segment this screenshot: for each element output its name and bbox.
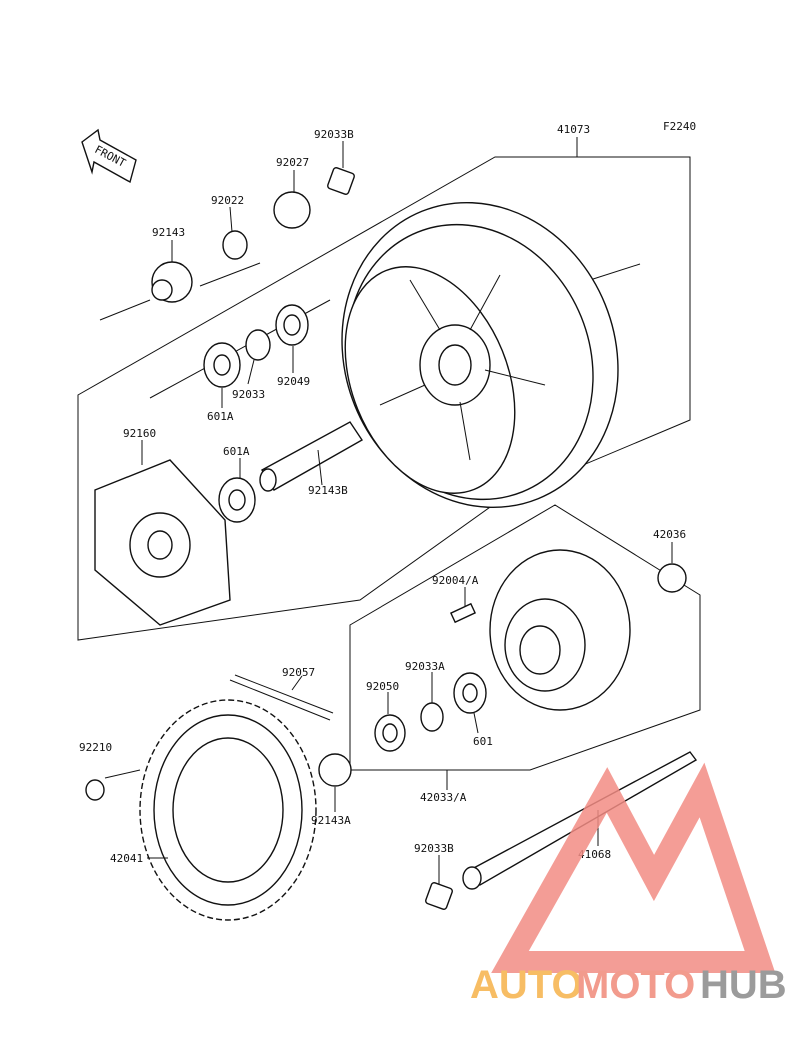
washer-92022-part <box>222 230 248 260</box>
spacer-tube-92143B-part <box>259 421 363 492</box>
front-arrow-icon: FRONT <box>81 128 137 184</box>
collar-42036-part <box>657 563 687 593</box>
label-92033B-top: 92033B <box>314 128 354 141</box>
label-92033B-bottom: 92033B <box>414 842 454 855</box>
label-92022: 92022 <box>211 194 244 207</box>
label-601: 601 <box>473 735 493 748</box>
clip-92033B-bottom-part <box>425 882 453 910</box>
label-42036: 42036 <box>653 528 686 541</box>
nut-92210-part <box>85 779 105 801</box>
label-92033A: 92033A <box>405 660 445 673</box>
chain-92057-part <box>229 674 334 721</box>
collar-92027-part <box>273 191 311 229</box>
wheel-rim <box>341 201 619 509</box>
label-92027: 92027 <box>276 156 309 169</box>
label-42041: 42041 <box>110 852 143 865</box>
watermark-logo: AUTO MOTO HUB <box>470 762 787 1007</box>
label-92004A: 92004/A <box>432 574 479 587</box>
stud-92004A-part <box>449 602 477 624</box>
label-92143B: 92143B <box>308 484 348 497</box>
label-92210: 92210 <box>79 741 112 754</box>
watermark-auto: AUTO <box>470 963 583 1007</box>
watermark-hub: HUB <box>700 963 787 1007</box>
label-41073: 41073 <box>557 123 590 136</box>
circlip-92033-part <box>245 329 271 361</box>
label-92057: 92057 <box>282 666 315 679</box>
leader-lines <box>104 137 673 885</box>
figure-code: F2240 <box>663 120 696 133</box>
label-42033A: 42033/A <box>420 791 467 804</box>
label-41068: 41068 <box>578 848 611 861</box>
label-92033: 92033 <box>232 388 265 401</box>
watermark-moto: MOTO <box>576 963 695 1007</box>
clip-92033B-top-part <box>327 167 355 195</box>
wheel-assembly-outline <box>77 156 691 641</box>
hub-42033A-part <box>489 549 631 711</box>
circlip-92033A-part <box>420 702 444 732</box>
label-601A-top: 601A <box>207 410 234 423</box>
label-92049: 92049 <box>277 375 310 388</box>
spacer-92143A-part <box>318 753 352 787</box>
label-92143: 92143 <box>152 226 185 239</box>
damper-92160-part <box>94 459 231 626</box>
label-92050: 92050 <box>366 680 399 693</box>
label-92143A: 92143A <box>311 814 351 827</box>
label-92160: 92160 <box>123 427 156 440</box>
label-601A-mid: 601A <box>223 445 250 458</box>
sprocket-42041-part <box>139 699 317 921</box>
